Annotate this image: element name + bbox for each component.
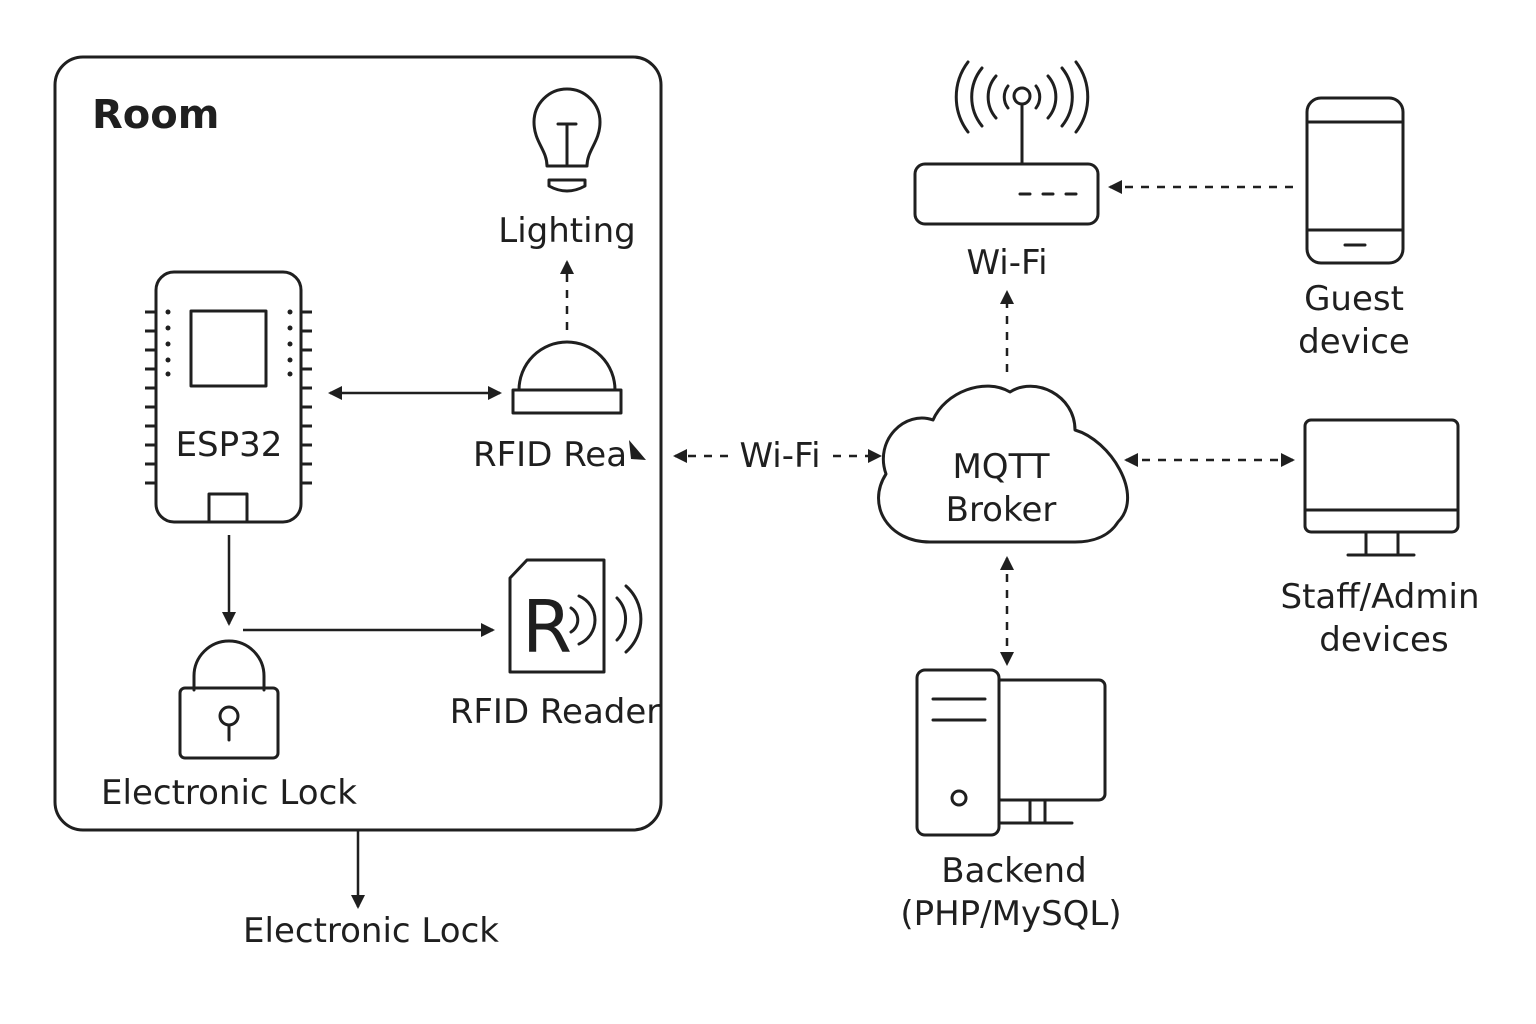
guest-line1: Guest xyxy=(1304,279,1404,319)
lighting-label: Lighting xyxy=(498,211,635,251)
staff-line2: devices xyxy=(1319,620,1448,660)
broker-line1: MQTT xyxy=(952,447,1049,487)
rfid-sensor-icon xyxy=(511,340,623,415)
phone-icon xyxy=(1305,96,1405,265)
cloud-icon xyxy=(877,384,1130,544)
room-title: Room xyxy=(92,92,219,138)
monitor-icon xyxy=(1303,418,1460,557)
guest-line2: device xyxy=(1298,322,1410,362)
rfid-reader-label: RFID Reader xyxy=(450,692,661,732)
router-label: Wi-Fi xyxy=(966,243,1047,283)
rfid-sensor-label: RFID Rea xyxy=(473,435,627,475)
lock-inside-label: Electronic Lock xyxy=(101,773,357,813)
esp32-board-icon xyxy=(145,270,312,524)
wifi-link-label: Wi-Fi xyxy=(739,436,820,476)
backend-line1: Backend xyxy=(941,851,1086,891)
cursor-icon xyxy=(629,440,646,460)
backend-line2: (PHP/MySQL) xyxy=(900,894,1121,934)
lock-outside-label: Electronic Lock xyxy=(243,911,499,951)
computer-icon xyxy=(915,668,1107,837)
router-icon xyxy=(913,60,1100,226)
light-bulb-icon xyxy=(532,87,602,193)
rfid-reader-icon: R xyxy=(508,558,643,674)
padlock-icon xyxy=(178,639,280,760)
broker-line2: Broker xyxy=(946,490,1057,530)
rfid-reader-glyph: R xyxy=(522,585,572,669)
esp32-label: ESP32 xyxy=(176,425,283,465)
staff-line1: Staff/Admin xyxy=(1281,577,1480,617)
